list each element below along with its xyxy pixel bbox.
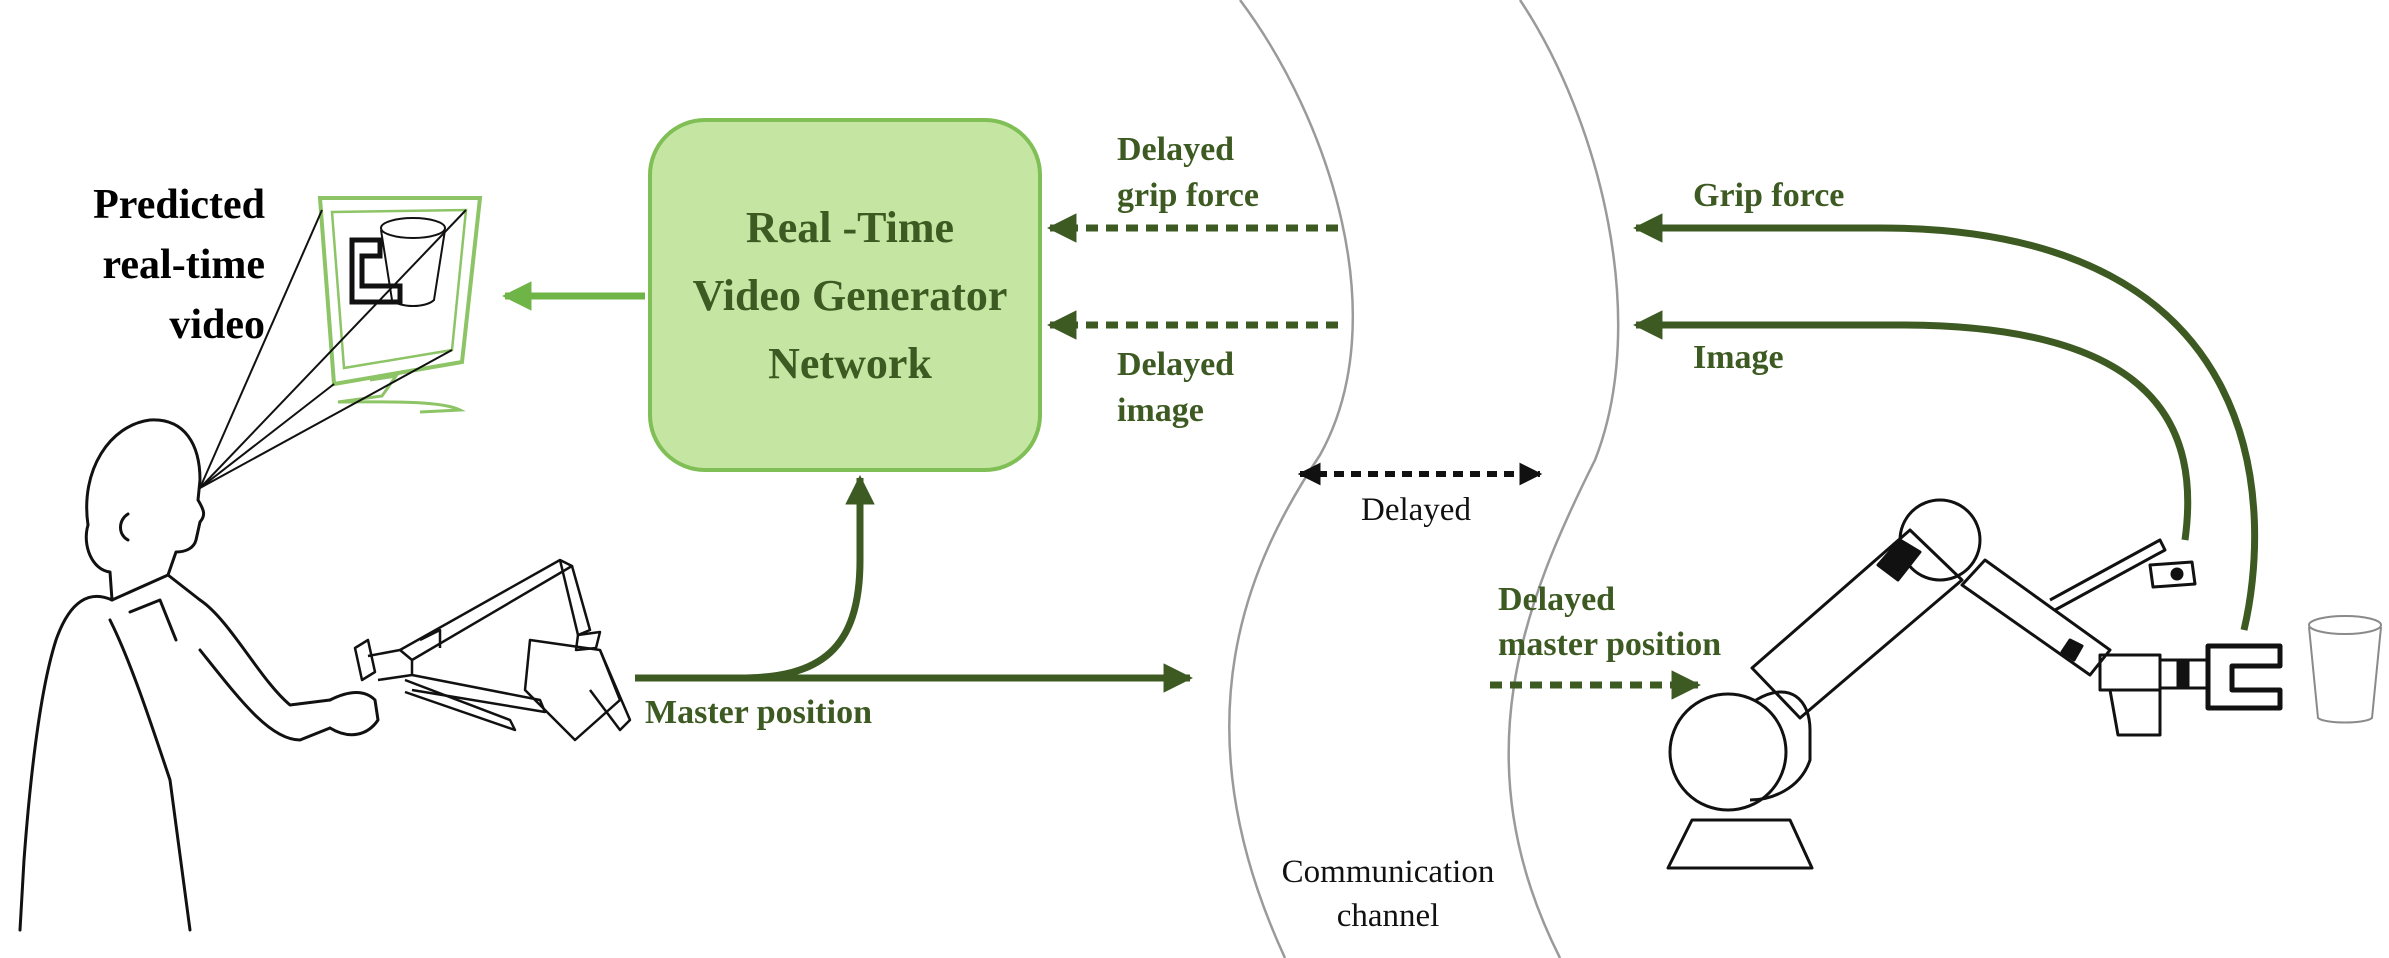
label-communication-channel-1: Communication <box>1282 854 1495 890</box>
title-line-2: real-time <box>103 242 265 288</box>
title-line-1: Predicted <box>93 182 265 228</box>
generator-line-1: Real -Time <box>746 203 954 252</box>
monitor-screen-content <box>349 217 446 307</box>
label-delayed: Delayed <box>1361 492 1471 528</box>
label-delayed-master-position-1: Delayed <box>1498 581 1615 618</box>
operator-figure <box>18 418 380 932</box>
arrow-master-to-generator <box>739 475 875 682</box>
generator-line-3: Network <box>768 339 932 388</box>
communication-channel <box>1228 0 1620 958</box>
label-master-position: Master position <box>645 694 872 731</box>
title-line-3: video <box>169 302 265 348</box>
haptic-master-device <box>353 558 632 742</box>
label-communication-channel-2: channel <box>1337 898 1440 934</box>
arrow-image <box>1633 310 2192 541</box>
label-delayed-grip-force-1: Delayed <box>1117 131 1234 168</box>
label-delayed-image-2: image <box>1117 392 1204 429</box>
label-grip-force: Grip force <box>1693 177 1844 214</box>
arrow-grip-force <box>1633 213 2259 631</box>
cup-icon <box>2308 615 2382 724</box>
label-delayed-image-1: Delayed <box>1117 346 1234 383</box>
label-image: Image <box>1693 339 1784 376</box>
robot-arm <box>1666 498 2283 870</box>
video-generator-box <box>648 118 1042 472</box>
label-delayed-grip-force-2: grip force <box>1117 177 1259 214</box>
generator-line-2: Video Generator <box>693 271 1008 320</box>
label-delayed-master-position-2: master position <box>1498 626 1721 663</box>
sight-lines <box>199 209 467 489</box>
arrows <box>502 213 2259 700</box>
